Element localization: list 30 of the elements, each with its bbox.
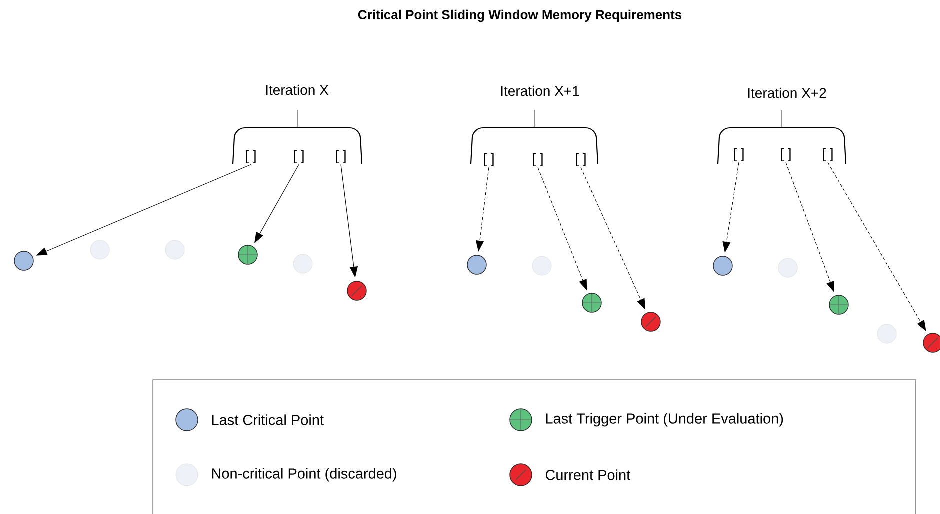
point-marker <box>467 255 487 275</box>
memory-slot: [ ] <box>336 150 346 164</box>
memory-slot: [ ] <box>823 148 833 162</box>
memory-slot: [ ] <box>246 150 256 164</box>
point-marker <box>14 251 34 271</box>
title: Critical Point Sliding Window Memory Requirements <box>358 10 682 22</box>
point-marker <box>641 312 661 332</box>
point-marker <box>778 258 798 278</box>
arrow <box>254 164 300 244</box>
legend-label: Last Critical Point <box>212 414 324 426</box>
point-marker <box>90 240 110 260</box>
point-marker <box>293 254 313 274</box>
point-marker <box>923 333 940 353</box>
point-marker <box>347 281 367 301</box>
point-marker <box>829 295 849 315</box>
point-marker <box>582 293 602 313</box>
memory-slot: [ ] <box>533 153 543 167</box>
memory-slot: [ ] <box>576 153 586 167</box>
legend-label: Non-critical Point (discarded) <box>212 468 396 482</box>
legend-label: Current Point <box>546 470 630 480</box>
legend-label: Last Trigger Point (Under Evaluation) <box>546 413 784 427</box>
point-marker <box>713 256 733 276</box>
memory-slot: [ ] <box>781 148 791 162</box>
point-marker <box>877 324 897 344</box>
memory-slot: [ ] <box>484 153 494 167</box>
point-marker <box>165 240 185 260</box>
point-marker <box>532 256 552 276</box>
point-marker <box>238 245 258 265</box>
memory-slot: [ ] <box>734 148 744 162</box>
memory-slot: [ ] <box>294 150 304 164</box>
